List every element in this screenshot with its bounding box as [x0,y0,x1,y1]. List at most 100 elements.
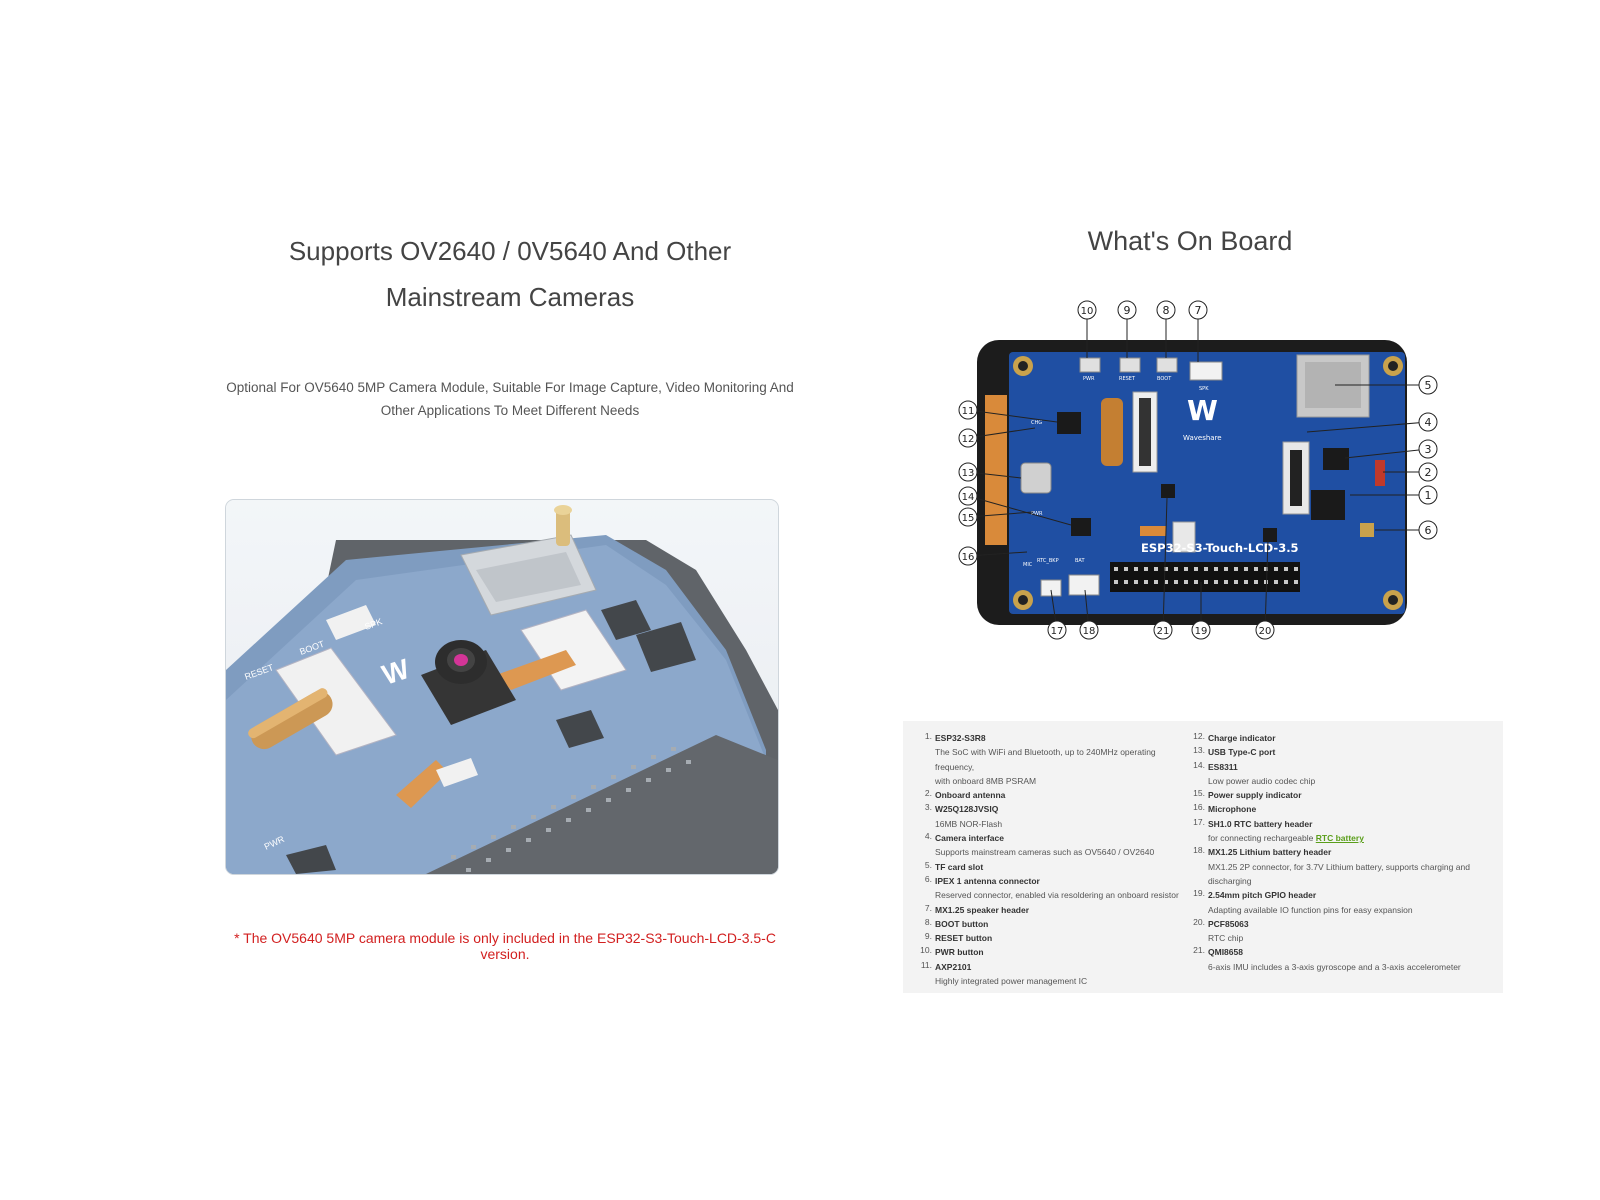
spec-item-description: for connecting rechargeable RTC battery [1208,831,1488,845]
callout-circle [1188,300,1208,320]
header-pin [1224,580,1228,584]
header-pin [1274,580,1278,584]
spec-item: 7.MX1.25 speaker header [915,903,1185,917]
spec-item-description: Adapting available IO function pins for … [1208,904,1413,915]
board-diagram-svg: W Waveshare ESP32-S3-Touch-LCD-3.5 PWR R… [958,300,1438,640]
spec-item-description: Reserved connector, enabled via resolder… [935,890,1179,901]
callout-number: 3 [1425,443,1432,456]
spec-item-number: 8. [924,916,932,927]
header-pin [1214,567,1218,571]
callout-circle [1047,620,1067,640]
callout-circle [1418,485,1438,505]
header-pin [1234,567,1238,571]
spec-item-name: BOOT button [935,918,989,929]
callout-circle [1418,412,1438,432]
spec-item-number: 11. [920,959,932,970]
spec-item-name: MX1.25 speaker header [935,904,1030,915]
callout-circle [958,462,978,482]
rtc-battery-link[interactable]: RTC battery [1315,833,1364,844]
callout-number: 1 [1425,489,1432,502]
spec-item-number: 6. [924,873,932,884]
spec-item-name: Microphone [1208,804,1257,815]
header-pin [1274,567,1278,571]
spec-item-name: 2.54mm pitch GPIO header [1208,890,1317,901]
silk-spk: SPK [1199,386,1209,392]
board-diagram: W Waveshare ESP32-S3-Touch-LCD-3.5 PWR R… [935,300,1455,670]
callout-number: 16 [962,552,975,563]
header-pin [1154,567,1158,571]
header-pin [1184,567,1188,571]
spec-item-description: 6-axis IMU includes a 3-axis gyroscope a… [1208,961,1461,972]
spec-item-number: 13. [1193,745,1205,756]
spec-item-number: 17. [1193,816,1205,827]
board-brand-label: Waveshare [1183,434,1222,442]
callout-number: 6 [1425,524,1432,537]
header-pin [1174,580,1178,584]
spec-item: 10.PWR button [915,945,1185,959]
header-pin [1264,567,1268,571]
spec-item-number: 5. [924,859,932,870]
spec-item-number: 10. [920,945,932,956]
callout-circle [1418,520,1438,540]
header-pin [1254,580,1258,584]
spec-item-number: 12. [1193,731,1205,741]
silk-bat: BAT [1075,558,1085,564]
spec-item-description: discharging [1208,875,1252,886]
spec-item-name: IPEX 1 antenna connector [935,875,1040,886]
callout-leader-line [1306,421,1429,433]
header-pin [1164,580,1168,584]
header-pin [1124,567,1128,571]
silk-mic: MIC [1023,562,1033,568]
header-pin [1154,580,1158,584]
spec-item-number: 14. [1193,759,1205,770]
spec-item-name: PCF85063 [1208,918,1249,929]
spec-item-name: ESP32-S3R8 [935,733,986,743]
callout-number: 5 [1425,379,1432,392]
callout-circle [1418,439,1438,459]
camera-section-subtitle: Optional For OV5640 5MP Camera Module, S… [225,376,795,422]
callout-circle [1153,620,1173,640]
pin-header-body [1110,562,1300,592]
spec-item-number: 7. [924,902,932,913]
header-pin [1174,567,1178,571]
callout-leader-line [967,427,1036,439]
callout-leader-line [967,495,1072,526]
callout-circle [1418,375,1438,395]
spec-item-name: Charge indicator [1208,733,1276,743]
spec-item-name: USB Type-C port [1208,747,1276,758]
callout-leader-line [967,409,1058,423]
spec-item-description: RTC chip [1208,933,1244,944]
header-pin [1294,580,1298,584]
spec-item-number: 9. [924,931,932,942]
gpio-pin-header [1110,562,1300,592]
header-pin [1134,567,1138,571]
callout-circle [958,507,978,527]
camera-subtitle-line1: Optional For OV5640 5MP Camera Module, S… [226,380,794,395]
spec-item-name: Onboard antenna [935,790,1006,801]
header-pin [1194,580,1198,584]
callout-number: 20 [1259,626,1272,637]
spec-item-name: PWR button [935,947,984,958]
header-pin [1244,580,1248,584]
onboard-section-title: What's On Board [1087,226,1293,256]
silk-rtc-bkp: RTC_BKP [1037,558,1059,564]
callout-circle [958,400,978,420]
spec-item-description: Supports mainstream cameras such as OV56… [935,847,1155,858]
callout-leader-line [1344,448,1429,459]
callout-circle [1418,462,1438,482]
callout-leader-line [967,551,1028,557]
spec-item-description: Low power audio codec chip [1208,775,1316,786]
spec-item-number: 20. [1193,916,1205,927]
header-pin [1244,567,1248,571]
header-pin [1184,580,1188,584]
camera-section-title: Supports OV2640 / 0V5640 And Other Mains… [230,228,790,320]
header-pin [1194,567,1198,571]
